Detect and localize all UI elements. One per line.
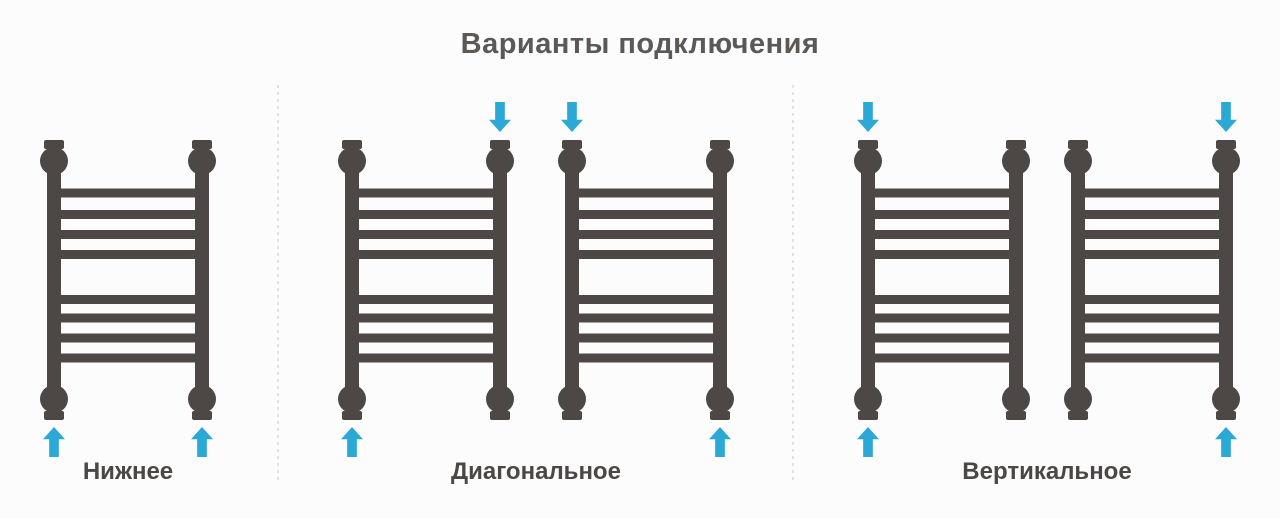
section-label-bottom: Нижнее: [82, 458, 174, 485]
flow-arrow-up-icon: [191, 427, 213, 457]
towel-rail-diagram: [1064, 140, 1240, 420]
flow-arrow-up-icon: [341, 427, 363, 457]
flow-arrow-up-icon: [857, 427, 879, 457]
flow-arrow-down-icon: [489, 102, 511, 132]
flow-arrow-up-icon: [43, 427, 65, 457]
flow-arrow-down-icon: [857, 102, 879, 132]
flow-arrow-down-icon: [561, 102, 583, 132]
towel-rail-diagram: [854, 140, 1030, 420]
page-title: Варианты подключения: [460, 28, 820, 60]
flow-arrow-up-icon: [709, 427, 731, 457]
towel-rail-diagram: [558, 140, 734, 420]
flow-arrow-up-icon: [1215, 427, 1237, 457]
flow-arrow-down-icon: [1215, 102, 1237, 132]
towel-rail-diagram: [338, 140, 514, 420]
towel-rail-diagram: [40, 140, 216, 420]
section-label-vertical: Вертикальное: [962, 458, 1132, 485]
section-divider: [277, 85, 279, 480]
section-divider: [792, 85, 794, 480]
section-label-diagonal: Диагональное: [451, 458, 621, 485]
